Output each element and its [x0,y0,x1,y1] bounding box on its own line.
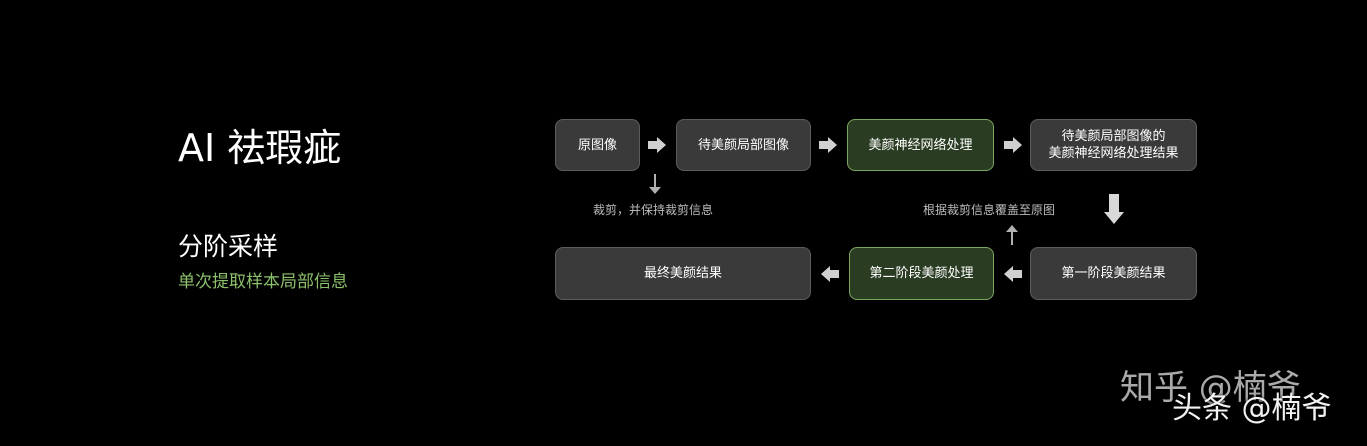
arrow-down-icon [649,174,661,194]
node-original-image: 原图像 [555,119,640,171]
node-stage-one-result: 第一阶段美颜结果 [1030,247,1197,300]
node-final-result: 最终美颜结果 [555,247,811,300]
section-description: 单次提取样本局部信息 [178,272,348,292]
arrow-right-icon [648,137,666,153]
section-subtitle: 分阶采样 [178,232,279,261]
arrow-up-icon [1006,225,1018,245]
arrow-right-icon [1004,137,1022,153]
arrow-right-icon [819,137,837,153]
watermark-zhihu: 知乎 @楠爷 [1120,368,1301,408]
note-overlay: 根据裁剪信息覆盖至原图 [923,203,1056,217]
node-stage-two-processing: 第二阶段美颜处理 [849,247,994,300]
node-neural-network: 美颜神经网络处理 [847,119,994,171]
arrow-left-icon [1004,266,1022,282]
arrow-down-icon [1104,194,1124,224]
node-network-result: 待美颜局部图像的 美颜神经网络处理结果 [1030,119,1197,171]
note-crop: 裁剪，并保持裁剪信息 [593,203,714,217]
arrow-left-icon [821,266,839,282]
watermark-toutiao: 头条 @楠爷 [1172,391,1332,426]
node-local-image: 待美颜局部图像 [676,119,811,171]
slide-title: AI 祛瑕疵 [178,126,342,170]
